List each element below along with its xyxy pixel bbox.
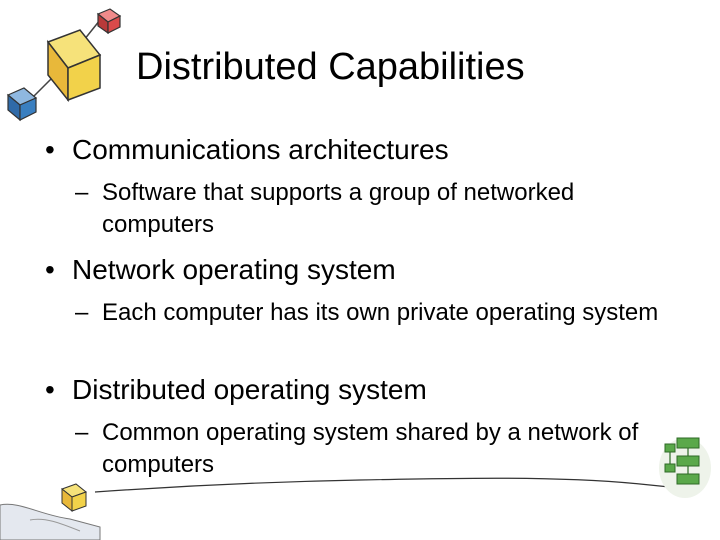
red-cube-icon (96, 8, 122, 35)
bullet-marker: • (45, 254, 55, 285)
bullet-marker: • (45, 374, 55, 405)
sub-bullet-text: Common operating system shared by a netw… (102, 419, 639, 478)
bullet-heading: Distributed operating system (72, 374, 427, 405)
sub-bullet-text: Each computer has its own private operat… (102, 299, 659, 326)
bullet-heading: Communications architectures (72, 134, 449, 165)
sub-bullet-text: Software that supports a group of networ… (102, 179, 575, 238)
bullet-marker: • (45, 134, 55, 165)
dash-marker: – (75, 419, 89, 446)
bullet-heading: Network operating system (72, 254, 396, 285)
network-cubes-clipart (6, 8, 122, 122)
yellow-cube-icon (46, 29, 102, 103)
yellow-cube-icon (60, 483, 88, 513)
dash-marker: – (75, 299, 89, 326)
blue-cube-icon (6, 87, 38, 122)
slide-title: Distributed Capabilities (136, 46, 525, 88)
flowchart-clipart (659, 437, 711, 498)
hand-cube-clipart (0, 483, 101, 540)
dash-marker: – (75, 179, 89, 206)
